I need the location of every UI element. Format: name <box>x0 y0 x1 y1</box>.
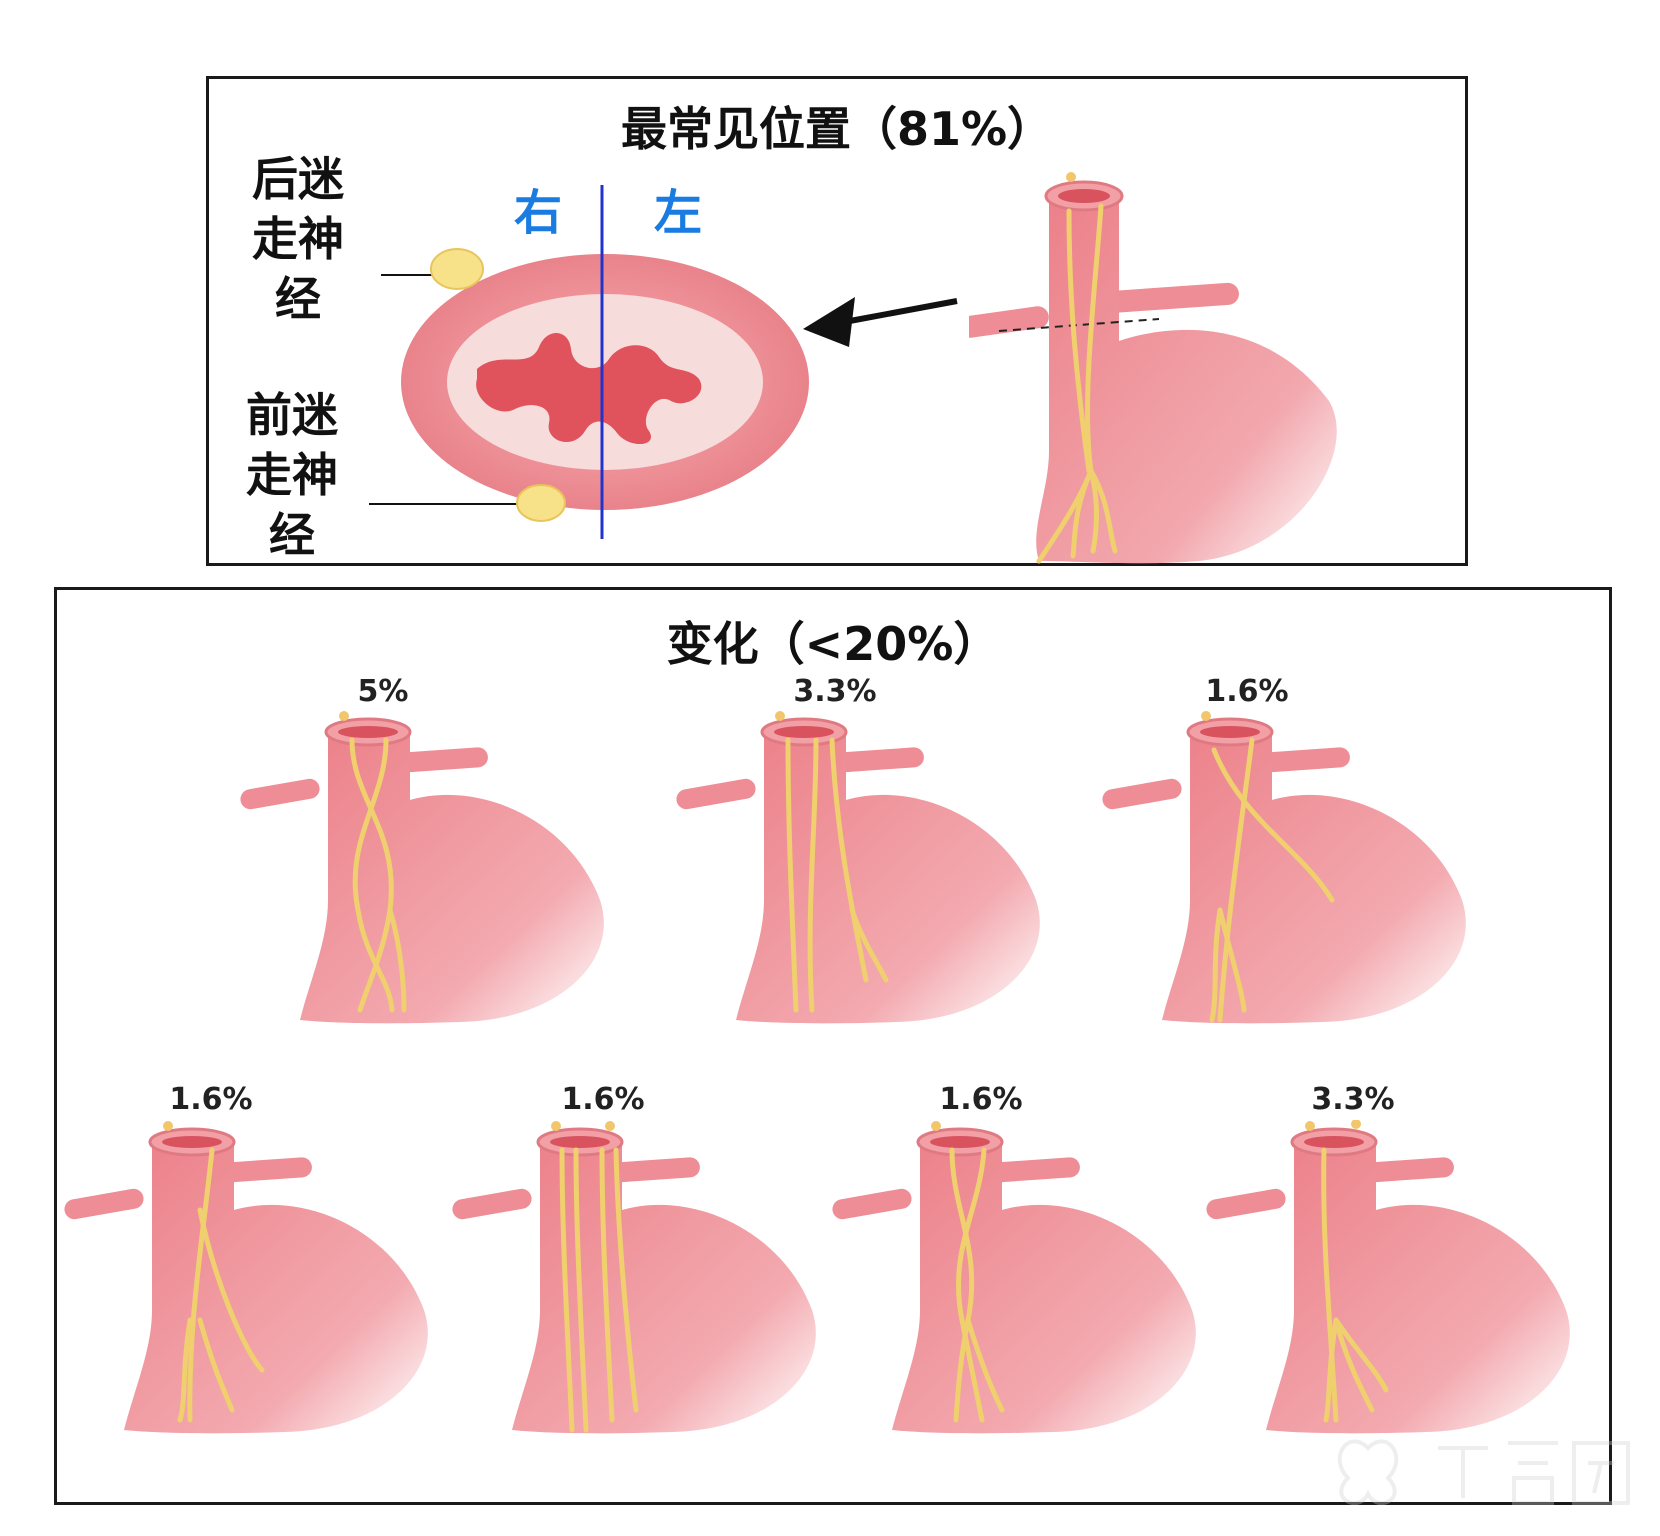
variant-7-illustration <box>1206 1120 1572 1435</box>
diaphragm-left <box>969 306 1049 338</box>
esophagus-lumen-small <box>1058 189 1110 203</box>
common-position-title: 最常见位置（81%） <box>620 102 1054 156</box>
variant-7-percent: 3.3% <box>1311 1082 1395 1117</box>
posterior-vagus-label: 后迷走神经 <box>252 152 344 326</box>
direction-arrow <box>838 298 958 326</box>
left-side-label: 左 <box>654 185 703 241</box>
stomach-body <box>1036 196 1337 564</box>
common-position-panel: 最常见位置（81%） 后迷走神经 前迷走神经 右 左 <box>206 76 1468 566</box>
variant-2-percent: 3.3% <box>793 674 877 709</box>
variant-4-illustration <box>64 1120 430 1435</box>
stomach-illustration-main <box>969 172 1337 564</box>
variant-6-illustration <box>832 1120 1198 1435</box>
arrowhead <box>803 297 855 347</box>
nerve-dot <box>1066 172 1076 182</box>
variant-3-illustration <box>1102 710 1468 1025</box>
variant-1-percent: 5% <box>357 674 409 709</box>
cross-section-diagram <box>369 185 958 539</box>
posterior-vagus-nerve <box>430 248 484 290</box>
variant-3-percent: 1.6% <box>1205 674 1289 709</box>
nerve-branches <box>1036 203 1118 564</box>
anterior-vagus-nerve <box>516 484 566 522</box>
variant-1-illustration <box>240 710 606 1025</box>
variant-5-illustration <box>452 1120 818 1435</box>
esophagus-lumen <box>476 332 702 445</box>
variant-4-percent: 1.6% <box>169 1082 253 1117</box>
diaphragm-right <box>1099 282 1239 314</box>
variations-title: 变化（<20%） <box>666 617 1000 671</box>
variant-5-percent: 1.6% <box>561 1082 645 1117</box>
anterior-vagus-label: 前迷走神经 <box>246 388 338 562</box>
section-line <box>998 318 1160 332</box>
variant-6-percent: 1.6% <box>939 1082 1023 1117</box>
watermark-logo <box>1337 1439 1630 1506</box>
right-side-label: 右 <box>514 185 563 241</box>
variant-2-illustration <box>676 710 1042 1025</box>
